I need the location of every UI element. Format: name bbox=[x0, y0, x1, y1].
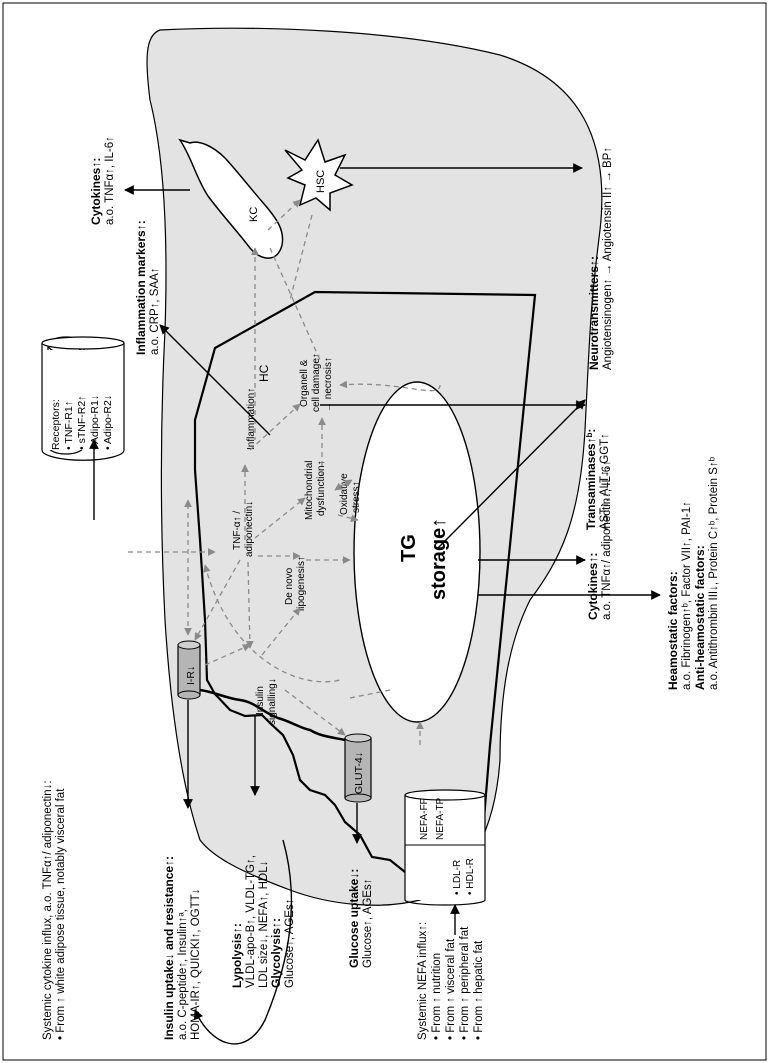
annotation-line: Glucose↑, AGEs↑ bbox=[362, 879, 374, 968]
tg-label: TG bbox=[398, 534, 420, 562]
oxidative-label: Oxidative bbox=[339, 473, 350, 515]
organell-label: → necrosis↑ bbox=[323, 357, 334, 412]
annotation-line: Angiotensinogen↑ → Angiotensin II↑ → BP↑ bbox=[602, 147, 614, 370]
annotation-line: VLDL-apo-B↑, VLDL-TG↑, bbox=[245, 855, 257, 988]
tg-storage-label: storage↑ bbox=[428, 518, 450, 600]
annotation-line: • From ↑ visceral fat bbox=[445, 938, 457, 1040]
hsc-label: HSC bbox=[315, 170, 327, 193]
insulin-signal-path bbox=[199, 688, 346, 742]
systemic-cytokine-annotation: Systemic cytokine influx, a.o. TNFα↑/ ad… bbox=[42, 780, 67, 1040]
annotation-title: Systemic NEFA influx↑: bbox=[417, 922, 429, 1040]
annotation-line: • From ↑ peripheral fat bbox=[459, 926, 471, 1040]
glut4-label: GLUT-4↓ bbox=[353, 752, 365, 794]
annotation-line: LDL size↓, NEFA↑, HDL↓ bbox=[258, 861, 270, 988]
cytokines-top-annotation: Cytokines↑: a.o. TNFα↑, IL-6↑ bbox=[89, 136, 116, 225]
ir-label: I-R↓ bbox=[185, 666, 197, 685]
annotation-line: a.o. TNFα↑/ adiponectin↓, IL-6↑ bbox=[601, 460, 613, 620]
annotation-line: AST↑, ALT↑, GGT↑ bbox=[599, 433, 611, 530]
annotation-line: a.o. CRP↑, SAA↑ bbox=[149, 267, 161, 355]
annotation-line: • From ↑ white adipose tissue, notably v… bbox=[55, 788, 67, 1040]
lypolysis-feedback-arrow bbox=[193, 839, 293, 1045]
inflammation-label: Inflammation↑ bbox=[246, 388, 257, 450]
dashed-arrow bbox=[261, 607, 301, 656]
receptor-item: • Adipo-R1↓ bbox=[89, 395, 101, 450]
dashed-arrow bbox=[289, 214, 313, 301]
nefa-influx-annotation: Systemic NEFA influx↑: • From ↑ nutritio… bbox=[417, 922, 485, 1040]
tnf-label: TNF-α↑ / bbox=[232, 511, 243, 550]
tnf-label: adiponectin↓ bbox=[244, 501, 255, 557]
receptor-item: • Adipo-R2↓ bbox=[102, 395, 114, 450]
annotation-line: a.o. C-peptide↑, Insulin↑ᵃ, bbox=[177, 909, 189, 1040]
nefa-tp-label: NEFA-TP bbox=[435, 797, 446, 840]
kc-label: KC bbox=[248, 207, 260, 222]
receptor-item: • sTNF-R2↑ bbox=[76, 396, 88, 450]
annotation-title: Lypolysis↑: bbox=[230, 923, 244, 988]
denovo-label: lipogenesis↑ bbox=[296, 556, 307, 611]
annotation-line: a.o. TNFα↑, IL-6↑ bbox=[104, 136, 116, 225]
nefa-transport-cylinder: NEFA-FF NEFA-TP • LDL-R • HDL-R bbox=[404, 789, 486, 906]
annotation-title: Anti-heamostatic factors: bbox=[693, 545, 707, 690]
dashed-arrow bbox=[349, 689, 391, 699]
haemostatic-annotation: Heamostatic factors: a.o. Fibrinogen↑ᵇ, … bbox=[666, 456, 720, 690]
dashed-arrow bbox=[334, 479, 351, 491]
annotation-title: Neurotransmitters↑: bbox=[587, 256, 601, 370]
neurotransmitters-annotation: Neurotransmitters↑: Angiotensinogen↑ → A… bbox=[587, 147, 614, 370]
annotation-title: Heamostatic factors: bbox=[666, 571, 680, 690]
insulin-receptor: I-R↓ bbox=[177, 640, 201, 700]
glut4-transporter: GLUT-4↓ bbox=[344, 733, 372, 803]
hc-label: HC bbox=[257, 364, 271, 382]
ldl-r-label: • LDL-R bbox=[452, 860, 463, 895]
nefa-ff-label: NEFA-FF bbox=[419, 798, 430, 840]
cytokines-mid-annotation: Cytokines↑: a.o. TNFα↑/ adiponectin↓, IL… bbox=[586, 460, 613, 620]
denovo-label: De novo bbox=[284, 567, 295, 605]
dashed-arrow bbox=[267, 199, 301, 231]
dashed-arrow bbox=[339, 380, 441, 392]
annotation-line: a.o. Fibrinogen↑ᵇ, Factor VII↑, PAI-1↑ bbox=[681, 501, 693, 690]
dashed-arrow bbox=[269, 247, 321, 361]
annotation-title: Glycolysis↑: bbox=[269, 918, 283, 988]
insulin-uptake-annotation: Insulin uptake↓ and resistance↑: a.o. C-… bbox=[162, 856, 202, 1040]
hdl-r-label: • HDL-R bbox=[465, 858, 476, 895]
annotation-line: • From ↑ hepatic fat bbox=[473, 940, 485, 1040]
inflammation-markers-annotation: Inflammation markers↑: a.o. CRP↑, SAA↑ bbox=[134, 220, 161, 355]
insulin-signalling-label: Insulin bbox=[255, 686, 266, 715]
organell-label: Organell & bbox=[299, 359, 310, 407]
dashed-arrow bbox=[203, 564, 341, 683]
annotation-line: Systemic cytokine influx, a.o. TNFα↑/ ad… bbox=[42, 780, 54, 1040]
organell-label: cell damage↑ bbox=[311, 353, 322, 412]
inflammation-markers-arrow bbox=[159, 324, 271, 436]
kupffer-cell bbox=[178, 138, 284, 259]
stellate-cell bbox=[284, 138, 354, 212]
annotation-line: Glucose↑, AGEs↑ bbox=[284, 899, 296, 988]
neurotransmitters-arrow bbox=[437, 399, 586, 549]
dashed-arrow bbox=[337, 514, 359, 523]
annotation-title: Glucose uptake↓: bbox=[347, 869, 361, 968]
lypolysis-annotation: Lypolysis↑: VLDL-apo-B↑, VLDL-TG↑, LDL s… bbox=[230, 855, 296, 988]
annotation-title: Cytokines↑: bbox=[586, 553, 600, 620]
insulin-signalling-label: signalling↓ bbox=[267, 678, 278, 725]
mito-label: Mitochondrial bbox=[304, 461, 315, 520]
annotation-line: a.o. Antithrombin III↓, Protein C↑ᵇ, Pro… bbox=[708, 456, 720, 690]
receptor-item: • TNF-R1↑ bbox=[63, 401, 75, 450]
annotation-title: Insulin uptake↓ and resistance↑: bbox=[162, 856, 176, 1040]
annotation-line: • From ↑ nutrition bbox=[431, 953, 443, 1040]
receptors-cylinder: Receptors: • TNF-R1↑ • sTNF-R2↑ • Adipo-… bbox=[41, 336, 125, 461]
annotation-title: Inflammation markers↑: bbox=[134, 220, 148, 355]
annotation-title: Transaminases↑ᵇ: bbox=[584, 429, 598, 530]
annotation-line: HOMA-IR↑, QUICKI↑, OGTT↓ bbox=[190, 889, 202, 1040]
dashed-arrow bbox=[254, 497, 306, 539]
annotation-title: Cytokines↑: bbox=[89, 158, 103, 225]
transaminases-annotation: Transaminases↑ᵇ: AST↑, ALT↑, GGT↑ bbox=[584, 429, 611, 530]
receptors-title: Receptors: bbox=[50, 399, 62, 450]
mito-label: dysfunction↑ bbox=[316, 460, 327, 516]
oxidative-label: stress↑ bbox=[351, 481, 362, 513]
dashed-arrow bbox=[249, 403, 301, 451]
glucose-uptake-annotation: Glucose uptake↓: Glucose↑, AGEs↑ bbox=[347, 869, 374, 968]
dashed-arrow bbox=[284, 689, 346, 736]
